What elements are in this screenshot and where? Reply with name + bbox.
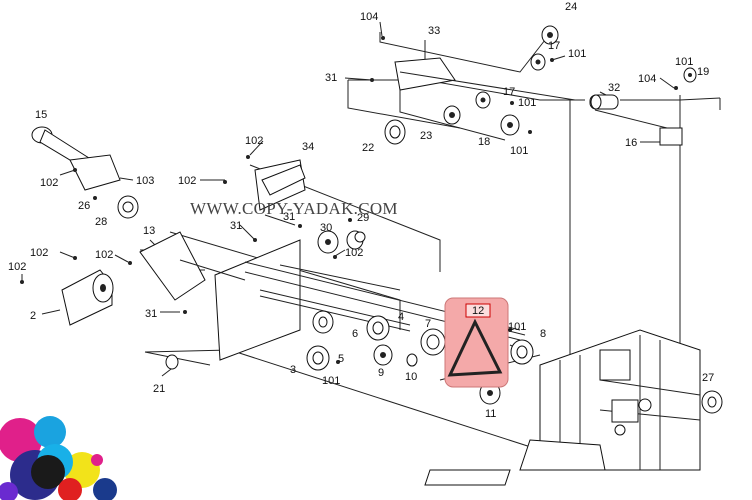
label-3: 3 [290, 364, 296, 376]
label-101: 101 [322, 375, 340, 387]
gear-21 [165, 354, 179, 370]
part-labels: 104 33 24 17 101 31 17 101 32 104 101 19… [8, 1, 714, 420]
label-31: 31 [145, 308, 157, 320]
gear-30 [317, 230, 339, 254]
label-16: 16 [625, 137, 637, 149]
gear-18 [500, 114, 520, 136]
label-32: 32 [608, 82, 620, 94]
gear-7 [420, 328, 446, 356]
label-102: 102 [95, 249, 113, 261]
label-12: 12 [472, 305, 484, 317]
logo-circles [0, 416, 117, 500]
motor-2 [61, 269, 114, 326]
label-101: 101 [675, 56, 693, 68]
label-28: 28 [95, 216, 107, 228]
label-21: 21 [153, 383, 165, 395]
label-102: 102 [345, 247, 363, 259]
label-31: 31 [325, 72, 337, 84]
label-17: 17 [503, 86, 515, 98]
label-8: 8 [540, 328, 546, 340]
gear-29 [354, 231, 366, 243]
label-23: 23 [420, 130, 432, 142]
gear-8 [510, 339, 534, 365]
label-9: 9 [378, 367, 384, 379]
roller-32 [589, 94, 619, 110]
label-102: 102 [245, 135, 263, 147]
gear-27 [701, 390, 723, 414]
label-102: 102 [8, 261, 26, 273]
motor-15 [31, 126, 121, 191]
label-34: 34 [302, 141, 314, 153]
label-19: 19 [697, 66, 709, 78]
label-101: 101 [508, 321, 526, 333]
label-13: 13 [143, 225, 155, 237]
gear-17a [530, 53, 546, 71]
label-17: 17 [548, 40, 560, 52]
label-6: 6 [352, 328, 358, 340]
label-29: 29 [357, 212, 369, 224]
label-2: 2 [30, 310, 36, 322]
label-30: 30 [320, 222, 332, 234]
gears [117, 25, 723, 414]
watermark-text: WWW.COPY-YADAK.COM [190, 199, 398, 218]
label-104: 104 [638, 73, 656, 85]
label-5: 5 [338, 353, 344, 365]
label-4: 4 [398, 311, 404, 323]
belt-12-highlight [444, 297, 509, 388]
gear-28 [117, 195, 139, 219]
label-102: 102 [40, 177, 58, 189]
gear-9 [373, 344, 393, 366]
label-102: 102 [178, 175, 196, 187]
label-27: 27 [702, 372, 714, 384]
label-10: 10 [405, 371, 417, 383]
bracket-34 [261, 164, 306, 196]
label-101: 101 [518, 97, 536, 109]
label-22: 22 [362, 142, 374, 154]
label-104: 104 [360, 11, 378, 23]
gear-19 [683, 67, 697, 83]
gear-22 [384, 119, 406, 145]
label-26: 26 [78, 200, 90, 212]
gear-23 [443, 105, 461, 125]
label-33: 33 [428, 25, 440, 37]
gear-17b [475, 91, 491, 109]
part-10 [406, 353, 418, 367]
label-11: 11 [485, 408, 496, 420]
label-31: 31 [283, 211, 295, 223]
screws [20, 36, 678, 364]
label-18: 18 [478, 136, 490, 148]
label-103: 103 [136, 175, 154, 187]
printer-frame [424, 329, 701, 486]
gear-5 [306, 345, 330, 371]
gear-24 [541, 25, 559, 45]
label-31: 31 [230, 220, 242, 232]
label-102: 102 [30, 247, 48, 259]
label-15: 15 [35, 109, 47, 121]
gear-4 [366, 315, 390, 341]
gear-6 [312, 310, 334, 334]
label-7: 7 [425, 318, 431, 330]
label-101: 101 [568, 48, 586, 60]
label-101: 101 [510, 145, 528, 157]
label-24: 24 [565, 1, 577, 13]
